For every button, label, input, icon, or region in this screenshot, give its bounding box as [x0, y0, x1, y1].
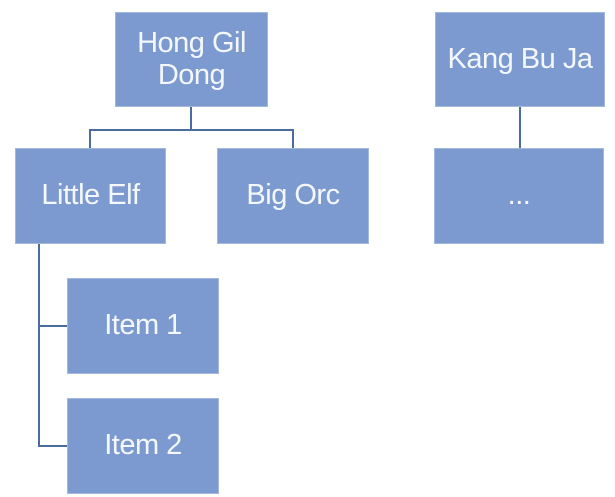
node-label-big-orc: Big Orc [246, 179, 340, 212]
node-label-little-elf: Little Elf [41, 179, 140, 212]
node-hong-gil-dong: Hong Gil Dong [115, 12, 268, 107]
node-item-2: Item 2 [67, 398, 219, 494]
node-label-ellipsis: ... [507, 179, 531, 212]
node-label-kang-bu-ja: Kang Bu Ja [447, 42, 593, 75]
node-little-elf: Little Elf [15, 148, 166, 244]
connector-elf-children-spine [38, 244, 40, 447]
node-kang-bu-ja: Kang Bu Ja [435, 12, 605, 107]
connector-hong-crossbar [89, 129, 294, 131]
node-ellipsis: ... [434, 148, 604, 244]
connector-kang-stem [519, 107, 521, 148]
node-label-hong-gil-dong: Hong Gil Dong [137, 26, 246, 91]
connector-drop-little-elf [89, 129, 91, 148]
connector-drop-big-orc [292, 129, 294, 148]
node-big-orc: Big Orc [217, 148, 369, 244]
connector-stub-item-2 [38, 445, 67, 447]
node-label-item-2: Item 2 [104, 429, 182, 462]
connector-stub-item-1 [38, 325, 67, 327]
node-item-1: Item 1 [67, 278, 219, 374]
connector-hong-stem [190, 107, 192, 131]
node-label-item-1: Item 1 [104, 309, 182, 342]
